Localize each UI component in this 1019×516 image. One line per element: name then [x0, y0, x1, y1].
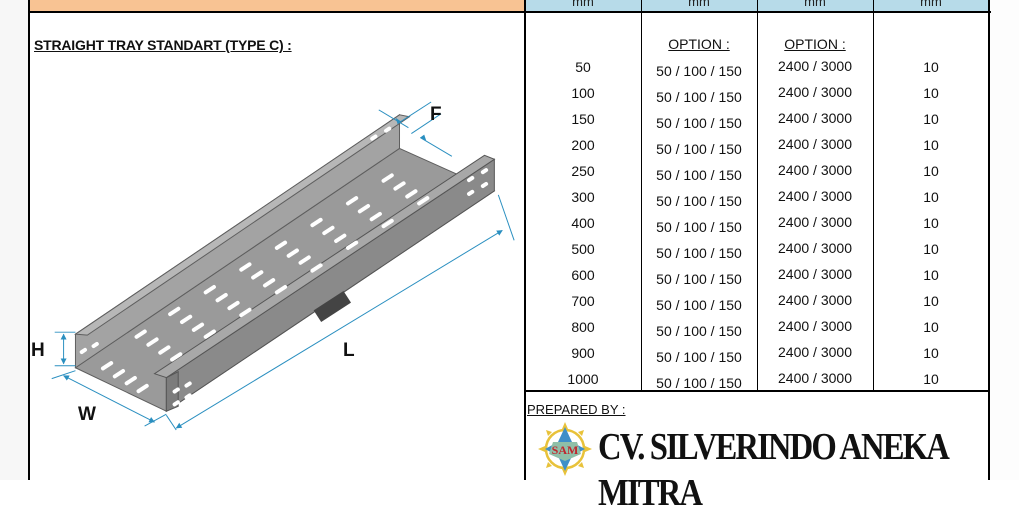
company-name: CV. SILVERINDO ANEKA MITRA — [598, 426, 948, 514]
svg-text:SAM: SAM — [552, 443, 579, 457]
header-band-left — [29, 0, 525, 11]
header-bottom-border — [29, 11, 991, 13]
table-cell-height: 50 / 100 / 150 — [656, 193, 742, 209]
dimension-label-f: F — [430, 104, 442, 125]
dimension-label-w: W — [78, 404, 96, 425]
table-cell-qty: 10 — [923, 189, 939, 205]
left-margin — [0, 0, 29, 480]
table-cell-length: 2400 / 3000 — [778, 370, 852, 386]
section-title: STRAIGHT TRAY STANDART (TYPE C) : — [34, 37, 292, 53]
table-cell-width: 50 — [575, 59, 591, 75]
table-cell-width: 1000 — [567, 371, 599, 387]
table-cell-width: 600 — [571, 267, 595, 283]
table-cell-height: 50 / 100 / 150 — [656, 271, 742, 287]
table-cell-length: 2400 / 3000 — [778, 58, 852, 74]
table-cell-qty: 10 — [923, 85, 939, 101]
table-cell-height: 50 / 100 / 150 — [656, 219, 742, 235]
footer-divider — [525, 390, 990, 392]
unit-width: mm — [572, 0, 594, 9]
left-border — [28, 0, 30, 480]
table-cell-width: 200 — [571, 137, 595, 153]
header-divider — [641, 0, 642, 11]
unit-qty: mm — [920, 0, 942, 9]
table-cell-qty: 10 — [923, 59, 939, 75]
table-cell-qty: 10 — [923, 319, 939, 335]
table-cell-length: 2400 / 3000 — [778, 318, 852, 334]
length-option-label: OPTION : — [784, 36, 846, 52]
column-divider — [757, 12, 758, 391]
cable-tray-diagram — [51, 101, 515, 431]
right-margin — [990, 0, 1019, 480]
table-cell-width: 300 — [571, 189, 595, 205]
table-cell-height: 50 / 100 / 150 — [656, 349, 742, 365]
table-cell-length: 2400 / 3000 — [778, 266, 852, 282]
table-cell-length: 2400 / 3000 — [778, 136, 852, 152]
column-divider — [873, 12, 874, 391]
table-cell-height: 50 / 100 / 150 — [656, 115, 742, 131]
table-cell-width: 150 — [571, 111, 595, 127]
header-divider — [873, 0, 874, 11]
table-cell-height: 50 / 100 / 150 — [656, 141, 742, 157]
table-cell-qty: 10 — [923, 293, 939, 309]
table-cell-width: 500 — [571, 241, 595, 257]
table-cell-qty: 10 — [923, 111, 939, 127]
table-cell-length: 2400 / 3000 — [778, 292, 852, 308]
table-cell-qty: 10 — [923, 241, 939, 257]
table-cell-width: 700 — [571, 293, 595, 309]
table-cell-length: 2400 / 3000 — [778, 344, 852, 360]
table-cell-width: 400 — [571, 215, 595, 231]
unit-length: mm — [804, 0, 826, 9]
table-cell-height: 50 / 100 / 150 — [656, 167, 742, 183]
right-border — [988, 0, 990, 480]
column-divider — [641, 12, 642, 391]
prepared-by-label: PREPARED BY : — [527, 402, 626, 417]
height-option-label: OPTION : — [668, 36, 730, 52]
table-cell-height: 50 / 100 / 150 — [656, 323, 742, 339]
table-cell-length: 2400 / 3000 — [778, 110, 852, 126]
table-cell-qty: 10 — [923, 163, 939, 179]
table-cell-qty: 10 — [923, 137, 939, 153]
table-cell-length: 2400 / 3000 — [778, 188, 852, 204]
table-cell-qty: 10 — [923, 267, 939, 283]
table-cell-width: 250 — [571, 163, 595, 179]
dimension-label-l: L — [343, 340, 355, 361]
sam-logo-icon: SAM — [538, 422, 592, 476]
table-cell-qty: 10 — [923, 215, 939, 231]
table-cell-height: 50 / 100 / 150 — [656, 375, 742, 391]
table-cell-length: 2400 / 3000 — [778, 162, 852, 178]
table-cell-width: 100 — [571, 85, 595, 101]
table-cell-length: 2400 / 3000 — [778, 214, 852, 230]
unit-height: mm — [688, 0, 710, 9]
header-divider — [757, 0, 758, 11]
table-cell-width: 800 — [571, 319, 595, 335]
table-cell-qty: 10 — [923, 345, 939, 361]
table-cell-height: 50 / 100 / 150 — [656, 89, 742, 105]
table-cell-length: 2400 / 3000 — [778, 240, 852, 256]
table-cell-height: 50 / 100 / 150 — [656, 245, 742, 261]
table-cell-length: 2400 / 3000 — [778, 84, 852, 100]
column-divider — [524, 0, 526, 480]
table-cell-height: 50 / 100 / 150 — [656, 297, 742, 313]
table-cell-height: 50 / 100 / 150 — [656, 63, 742, 79]
dimension-label-h: H — [31, 340, 45, 361]
table-cell-qty: 10 — [923, 371, 939, 387]
table-cell-width: 900 — [571, 345, 595, 361]
